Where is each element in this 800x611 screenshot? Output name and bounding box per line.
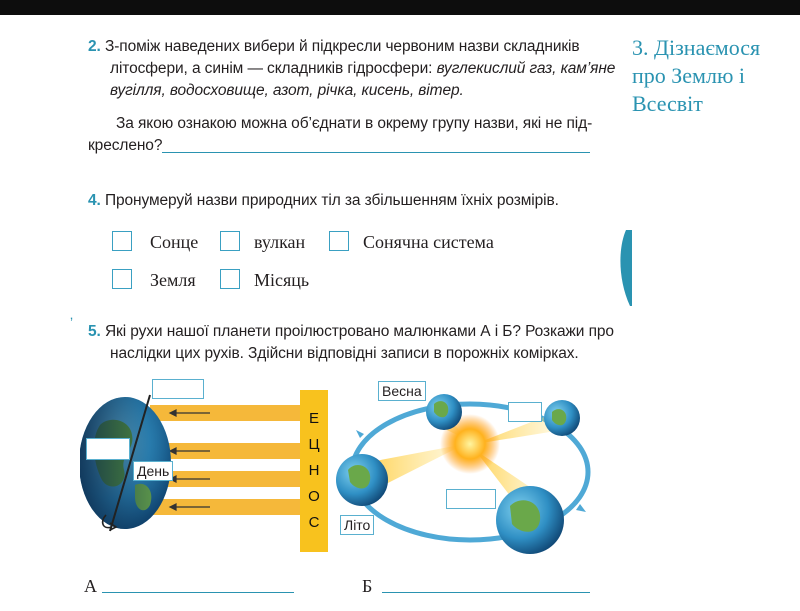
sun-letter: С — [309, 514, 320, 531]
number-box-solar-system[interactable] — [329, 231, 349, 251]
sun-letter: Е — [309, 410, 319, 427]
summer-label: Літо — [340, 515, 375, 535]
task2-question-1: За якою ознакою можна об’єднати в окрему… — [116, 115, 593, 132]
section-heading: 3. Дізнаємося про Землю і Всесвіт — [632, 34, 782, 118]
task4-text: Пронумеруй назви природних тіл за збільш… — [104, 192, 559, 209]
task2-question-2: креслено? — [88, 137, 163, 154]
answer-label-b: Б — [362, 576, 373, 596]
figure-a-earth-rotation: Е Ц Н О С — [80, 390, 328, 552]
task5-text: наслідки цих рухів. Здійсни відповідні з… — [110, 345, 579, 362]
number-box-volcano[interactable] — [220, 231, 240, 251]
item-sun: Сонце — [150, 232, 199, 252]
task5-line-2: наслідки цих рухів. Здійсни відповідні з… — [110, 343, 579, 365]
item-moon: Місяць — [254, 270, 310, 290]
sun-letters: Е Ц Н О С — [308, 410, 320, 531]
figure-b-blank-right[interactable] — [508, 402, 542, 422]
earth-positions — [336, 394, 580, 554]
task2-number: 2. — [88, 38, 101, 55]
item-volcano: вулкан — [254, 232, 306, 252]
task2-answer-line[interactable] — [162, 152, 590, 153]
number-box-earth[interactable] — [112, 269, 132, 289]
task2-words: вугілля, водосховище, азот, річка, кисен… — [110, 82, 464, 99]
task2-line-3: вугілля, водосховище, азот, річка, кисен… — [110, 80, 464, 102]
answer-label-a: А — [84, 576, 97, 596]
decorative-accent — [620, 230, 632, 306]
task5-line-1: 5. Які рухи нашої планети проілюстровано… — [88, 321, 614, 343]
tick-mark: ʼ — [70, 315, 74, 331]
figure-b-earth-orbit — [336, 394, 591, 554]
task5-text: Які рухи нашої планети проілюстровано ма… — [104, 323, 614, 340]
ray-arrows — [168, 409, 210, 511]
answer-line-b[interactable] — [382, 592, 590, 593]
figure-a-blank-night[interactable] — [86, 438, 130, 460]
sun-icon — [440, 414, 500, 474]
section-heading-line: про Землю і — [632, 63, 746, 88]
sun-rays — [150, 405, 300, 515]
answer-line-a[interactable] — [102, 592, 294, 593]
sun-bar — [300, 390, 328, 552]
task2-words: вуглекислий газ, кам’яне — [436, 60, 616, 77]
figure-a-blank-top[interactable] — [152, 379, 204, 399]
sun-letter: Н — [309, 462, 320, 479]
section-heading-line: 3. Дізнаємося — [632, 35, 761, 60]
spring-label: Весна — [378, 381, 426, 401]
sun-letter: Ц — [308, 436, 319, 453]
number-box-moon[interactable] — [220, 269, 240, 289]
task2-line-2: літосфери, а синім — складників гідросфе… — [110, 58, 615, 80]
figure-b-blank-bottom[interactable] — [446, 489, 496, 509]
task2-text: літосфери, а синім — складників гідросфе… — [110, 60, 433, 77]
number-box-sun[interactable] — [112, 231, 132, 251]
item-earth: Земля — [150, 270, 196, 290]
task4-line: 4. Пронумеруй назви природних тіл за збі… — [88, 190, 559, 212]
day-label: День — [133, 461, 174, 481]
section-heading-line: Всесвіт — [632, 91, 703, 116]
task2-line-1: 2. З-поміж наведених вибери й підкресли … — [88, 36, 580, 58]
item-solar-system: Сонячна система — [363, 232, 494, 252]
sun-letter: О — [308, 488, 320, 505]
task2-text: З-поміж наведених вибери й підкресли чер… — [104, 38, 580, 55]
task4-number: 4. — [88, 192, 101, 209]
top-bar — [0, 0, 800, 15]
task5-number: 5. — [88, 323, 101, 340]
